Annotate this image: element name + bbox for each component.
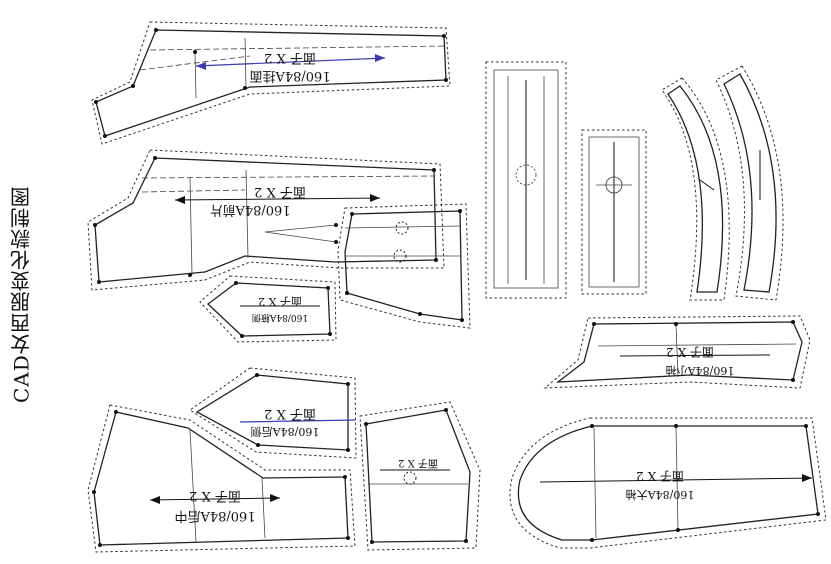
side-small-piece [337,203,471,329]
curved-strip-2 [715,65,784,301]
back-center-qty-label: 面子 X 2 [189,488,241,503]
side-back-qty-label: 面子 X 2 [258,295,302,308]
collar-size-label: 160/84A挂面 [249,68,330,83]
side-back-piece: 面子 X 2 160/84A腋侧 [199,275,337,343]
collar-qty-label: 面子 X 2 [264,50,316,65]
pocket-piece: 面子 X 2 [359,401,481,551]
small-sleeve-qty-label: 面子 X 2 [666,345,714,359]
small-sleeve-size-label: 160/84A小袖 [666,364,735,378]
curved-strip-1 [661,77,730,301]
front-size-label: 160/84A前片 [209,202,290,218]
big-sleeve-qty-label: 面子 X 2 [636,469,684,483]
back-side-size-label: 160/84A后侧 [251,425,320,438]
back-side-qty-label: 面子 X 2 [264,406,316,421]
side-back-size-label: 160/84A腋侧 [252,312,308,324]
back-center-piece: 面子 X 2 160/84A后中 [87,404,356,553]
lining-strip-1 [485,61,567,299]
front-piece: 面子 X 2 160/84A前片 [87,149,445,291]
back-side-piece: 面子 X 2 160/84A后侧 [189,367,357,459]
lining-strip-2 [581,129,647,295]
collar-piece: 面子 X 2 160/84A挂面 [91,21,451,145]
back-center-size-label: 160/84A后中 [174,508,255,523]
big-sleeve-size-label: 160/84A大袖 [626,488,695,502]
front-qty-label: 面子 X 2 [254,184,306,199]
big-sleeve-piece: 面子 X 2 160/84A大袖 [509,417,827,549]
small-sleeve-piece: 面子 X 2 160/84A小袖 [543,315,811,389]
pocket-qty-label: 面子 X 2 [398,457,438,469]
